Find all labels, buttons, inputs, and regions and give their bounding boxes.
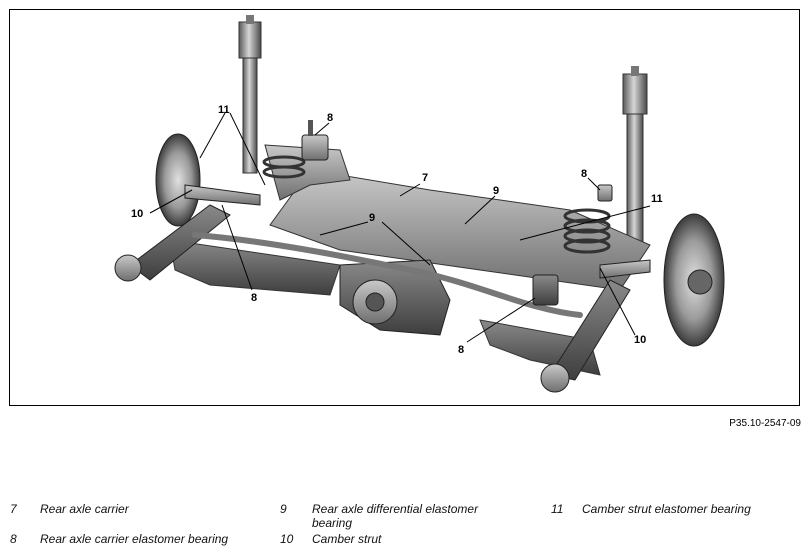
rear-differential xyxy=(339,259,451,336)
callout-10-left: 10 xyxy=(131,208,143,220)
figure-reference-code: P35.10-2547-09 xyxy=(729,418,801,429)
rear-axle-carrier xyxy=(169,144,651,376)
legend-label: Camber strut elastomer bearing xyxy=(582,502,751,516)
left-wheel-hub xyxy=(114,133,231,282)
callout-9-top: 9 xyxy=(493,185,499,197)
callout-10-right: 10 xyxy=(634,334,646,346)
right-wheel-hub xyxy=(540,213,725,393)
rear-axle-assembly-illustration: 11 8 7 9 8 11 10 9 8 10 8 xyxy=(114,15,725,393)
elastomer-bearing-top xyxy=(301,120,329,161)
elastomer-bearing-right xyxy=(597,184,613,202)
stabilizer-bar xyxy=(192,232,583,318)
right-shock-absorber xyxy=(622,66,648,247)
callout-11-left: 11 xyxy=(218,104,230,116)
left-coil-spring xyxy=(262,155,306,179)
legend-label: Camber strut xyxy=(312,532,382,546)
callout-11-right: 11 xyxy=(651,193,663,205)
legend-number: 11 xyxy=(551,502,564,516)
right-camber-strut xyxy=(599,259,651,279)
callout-8-right: 8 xyxy=(581,168,587,180)
legend-number: 10 xyxy=(280,532,294,546)
callout-7: 7 xyxy=(422,172,428,184)
callout-8-bottom: 8 xyxy=(458,344,464,356)
legend-number: 9 xyxy=(280,502,287,516)
legend-number: 8 xyxy=(10,532,17,546)
left-shock-absorber xyxy=(238,15,262,174)
legend-number: 7 xyxy=(10,502,17,516)
legend-label: Rear axle differential elastomer bearing xyxy=(312,502,479,530)
legend-label: Rear axle carrier xyxy=(40,502,129,516)
callout-leader-lines xyxy=(149,112,651,343)
callout-9-mid: 9 xyxy=(369,212,375,224)
callout-8-left: 8 xyxy=(251,292,257,304)
elastomer-bearing-front xyxy=(532,274,559,306)
callout-8-top: 8 xyxy=(327,112,333,124)
legend-label: Rear axle carrier elastomer bearing xyxy=(40,532,229,546)
axle-illustration-frame: 11 8 7 9 8 11 10 9 8 10 8 xyxy=(9,9,800,406)
